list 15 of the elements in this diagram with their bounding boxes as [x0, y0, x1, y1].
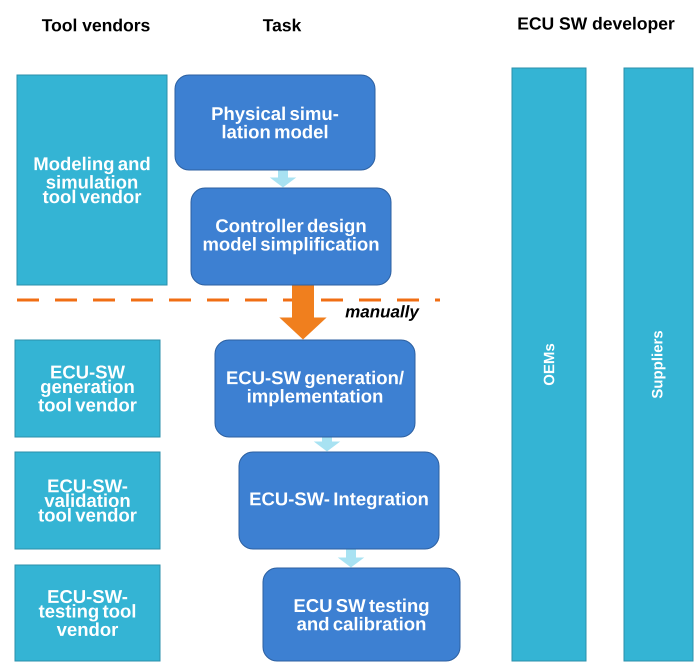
developer-bar: Suppliers — [624, 68, 694, 662]
developer-bar: OEMs — [512, 68, 586, 662]
vendor-box: Modeling and simulation tool vendor — [16, 74, 168, 286]
task-box: ECU SW testing and calibration — [262, 568, 460, 662]
vendor-box: ECU-SW generation tool vendor — [14, 340, 160, 438]
task-box: Controller design model simplification — [190, 188, 392, 286]
task-box: ECU-SW generation/ implementation — [214, 340, 416, 438]
vendor-box: ECU-SW- validation tool vendor — [14, 452, 160, 550]
edge-label: manually — [345, 305, 420, 321]
column-heading: Tool vendors — [42, 18, 150, 32]
task-box: ECU-SW- Integration — [238, 452, 440, 550]
task-box: Physical simu- lation model — [174, 74, 376, 170]
column-heading: Task — [262, 18, 302, 32]
vendor-box: ECU-SW- testing tool vendor — [14, 564, 160, 662]
column-heading: ECU SW developer — [518, 16, 674, 34]
